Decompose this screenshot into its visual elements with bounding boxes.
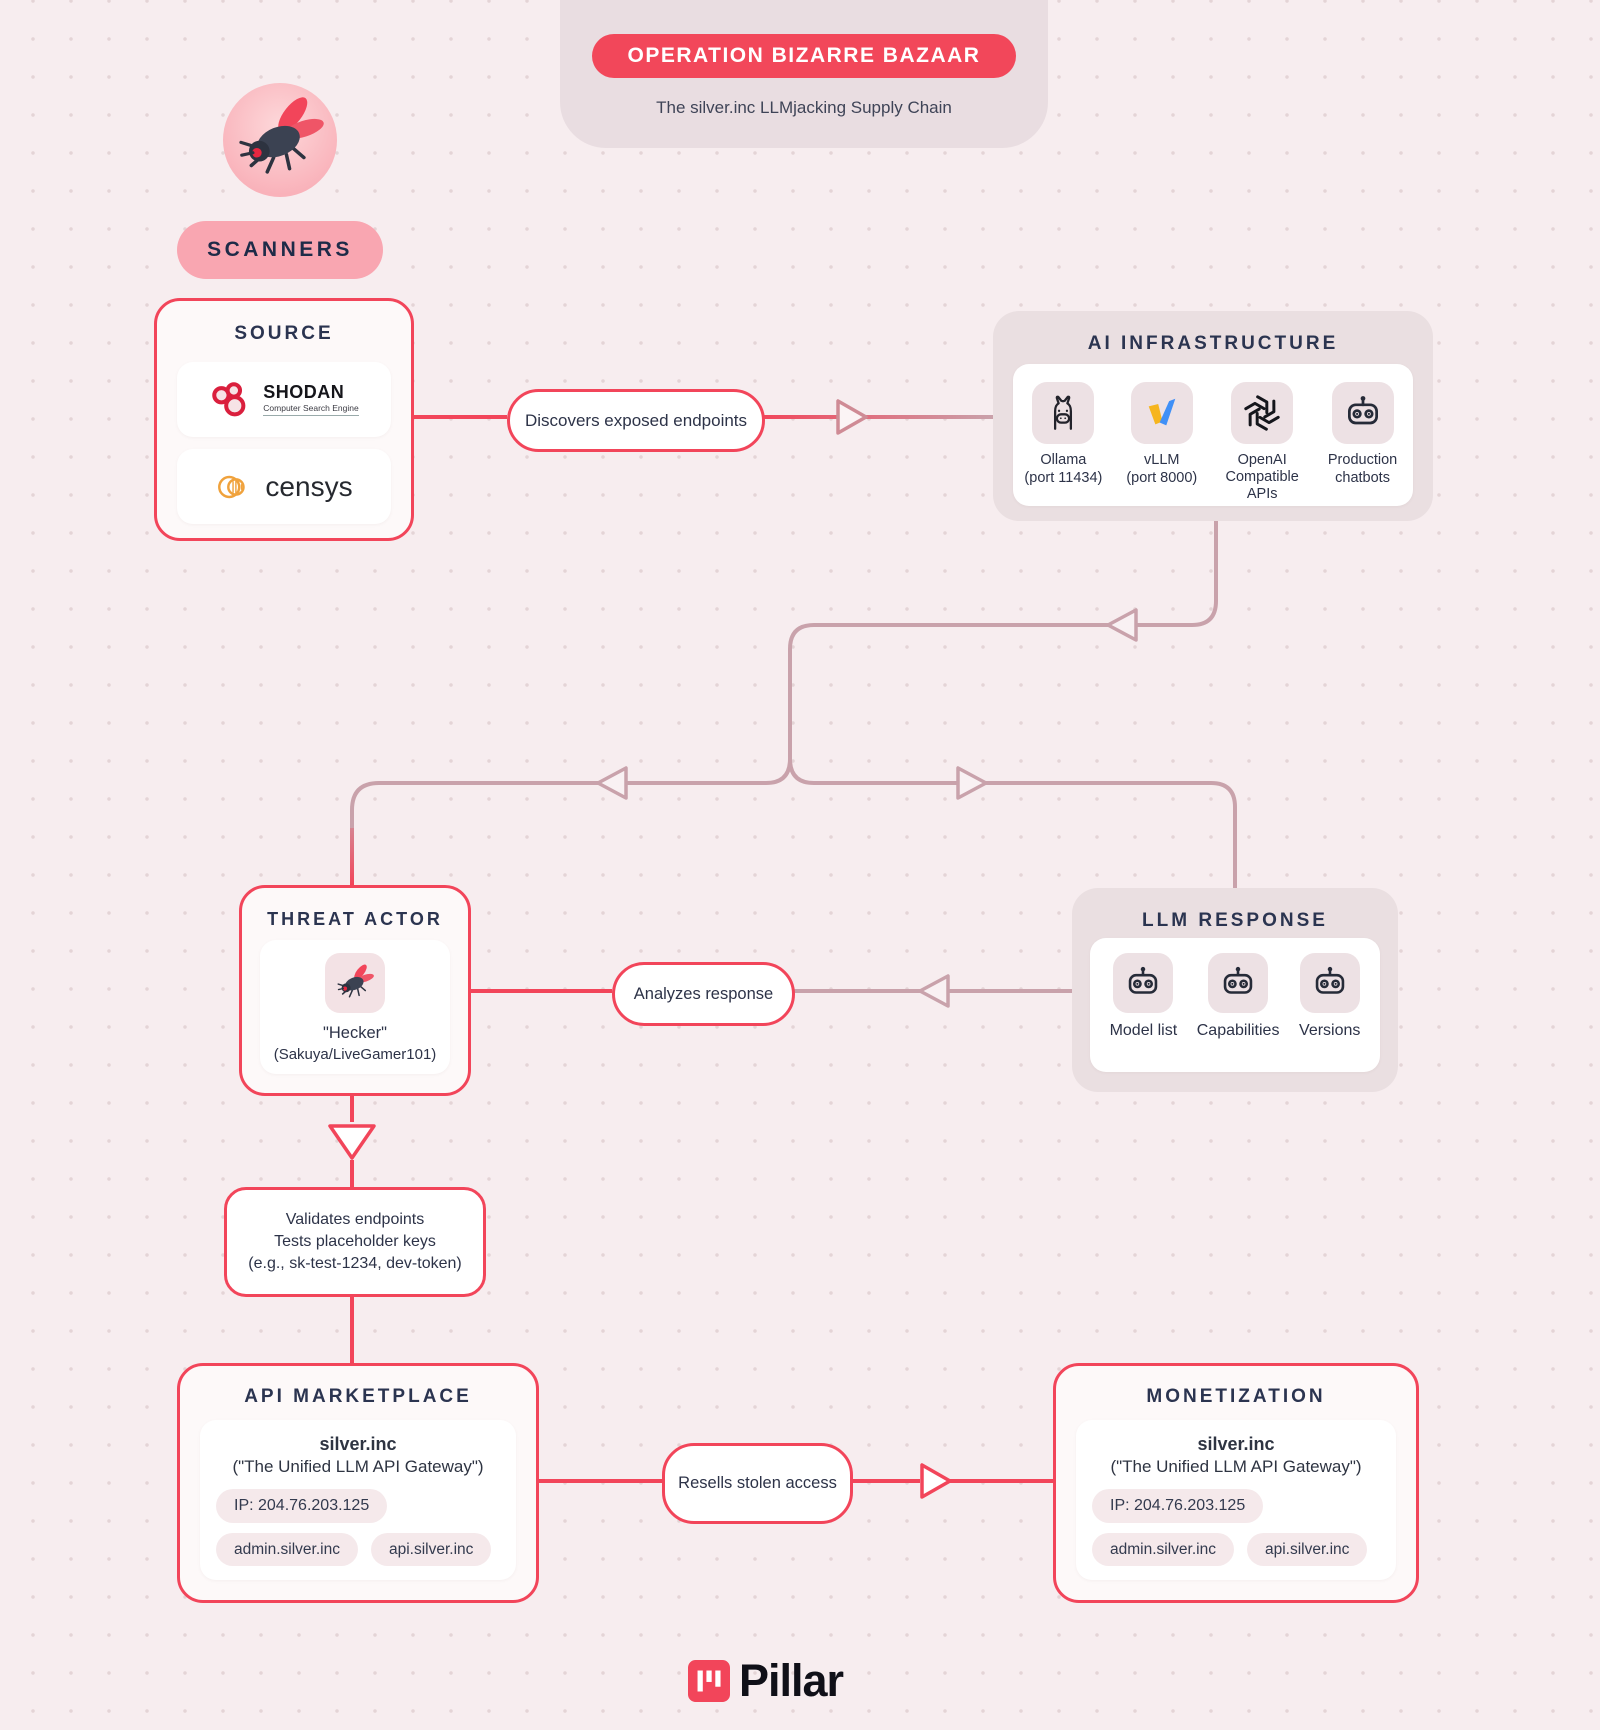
shodan-label: SHODAN	[263, 382, 345, 402]
flow-label-discover: Discovers exposed endpoints	[507, 389, 765, 452]
monetization-ip-chip: IP: 204.76.203.125	[1092, 1489, 1264, 1523]
arrowhead-left-top	[1106, 608, 1138, 642]
footer-brand-text: Pillar	[739, 1655, 844, 1706]
llm-item-versions: Versions	[1299, 953, 1360, 1040]
api-marketplace-box: API MARKETPLACE silver.inc ("The Unified…	[177, 1363, 539, 1603]
llm-item-model-list: Model list	[1109, 953, 1178, 1040]
robot-icon	[1129, 966, 1158, 994]
flow-label-resell-text: Resells stolen access	[678, 1474, 837, 1492]
ai-item-ollama-label: Ollama (port 11434)	[1024, 452, 1103, 486]
llm-item-versions-label: Versions	[1299, 1022, 1361, 1039]
censys-label: censys	[265, 470, 353, 502]
arrowhead-right-discover	[836, 399, 868, 435]
ai-item-ollama: Ollama (port 11434)	[1015, 382, 1111, 487]
page-subtitle: The silver.inc LLMjacking Supply Chain	[656, 98, 952, 117]
monetization-name: silver.inc	[1197, 1434, 1275, 1454]
flow-label-discover-text: Discovers exposed endpoints	[524, 410, 748, 430]
llama-icon	[1054, 395, 1073, 430]
bug-avatar	[223, 83, 337, 197]
robot-icon	[1347, 396, 1378, 425]
arrowhead-right-resell	[920, 1463, 952, 1499]
ai-item-chatbots-label: Production chatbots	[1327, 452, 1398, 486]
llm-item-capabilities: Capabilities	[1196, 953, 1280, 1040]
threat-actor-alias: (Sakuya/LiveGamer101)	[273, 1046, 437, 1063]
source-box: SOURCE SHODAN Computer Search Engine cen…	[154, 298, 414, 541]
api-marketplace-ip-chip: IP: 204.76.203.125	[216, 1489, 388, 1523]
threat-actor-card: "Hecker" (Sakuya/LiveGamer101)	[260, 940, 450, 1074]
source-title: SOURCE	[234, 323, 334, 344]
ai-infrastructure-box: AI INFRASTRUCTURE Ollama (port 11434)	[993, 311, 1433, 521]
shodan-card: SHODAN Computer Search Engine	[177, 362, 391, 437]
flow-label-analyze-text: Analyzes response	[633, 984, 774, 1003]
openai-icon	[1244, 395, 1280, 431]
robot-icon	[1223, 966, 1253, 994]
monetization-box: MONETIZATION silver.inc ("The Unified LL…	[1053, 1363, 1419, 1603]
api-marketplace-title: API MARKETPLACE	[244, 1386, 472, 1407]
llm-response-title: LLM RESPONSE	[1142, 910, 1328, 931]
monetization-title: MONETIZATION	[1146, 1386, 1326, 1407]
fly-icon	[239, 97, 324, 174]
api-marketplace-gateway: ("The Unified LLM API Gateway")	[232, 1457, 484, 1476]
monetization-domain-api: api.silver.inc	[1246, 1533, 1368, 1566]
header-band: OPERATION BIZARRE BAZAAR The silver.inc …	[560, 0, 1048, 148]
api-marketplace-domains: admin.silver.inc api.silver.inc	[216, 1533, 500, 1566]
llm-response-box: LLM RESPONSE Model list	[1072, 888, 1398, 1092]
censys-card: censys	[177, 449, 391, 524]
connector-aiinfra-junction	[350, 521, 1218, 832]
arrowhead-down-validation	[328, 1124, 376, 1160]
arrowhead-right-branch	[956, 766, 988, 800]
monetization-card: silver.inc ("The Unified LLM API Gateway…	[1076, 1420, 1396, 1580]
validation-box: Validates endpoints Tests placeholder ke…	[224, 1187, 486, 1297]
ai-item-vllm: vLLM (port 8000)	[1114, 382, 1210, 487]
monetization-domains: admin.silver.inc api.silver.inc	[1092, 1533, 1380, 1566]
fly-icon	[337, 964, 374, 998]
ai-item-openai: OpenAI Compatible APIs	[1212, 382, 1312, 503]
validation-text: Validates endpoints Tests placeholder ke…	[248, 1210, 462, 1273]
scanners-label: SCANNERS	[207, 238, 353, 261]
footer-brand: Pillar	[688, 1655, 844, 1706]
monetization-domain-admin: admin.silver.inc	[1092, 1533, 1234, 1566]
ai-infrastructure-card: Ollama (port 11434) vLLM (port 8000)	[1013, 364, 1413, 506]
api-marketplace-card: silver.inc ("The Unified LLM API Gateway…	[200, 1420, 516, 1580]
arrowhead-left-branch	[596, 766, 628, 800]
shodan-icon	[212, 381, 246, 416]
api-marketplace-domain-api: api.silver.inc	[370, 1533, 492, 1566]
arrowhead-left-analyze	[918, 974, 950, 1008]
ai-item-openai-label: OpenAI Compatible APIs	[1225, 452, 1299, 503]
ai-item-vllm-label: vLLM (port 8000)	[1126, 452, 1198, 486]
ai-infrastructure-title: AI INFRASTRUCTURE	[1087, 333, 1339, 354]
flow-label-resell: Resells stolen access	[662, 1443, 853, 1524]
page-title: OPERATION BIZARRE BAZAAR	[591, 34, 1017, 78]
threat-actor-title: THREAT ACTOR	[267, 909, 443, 929]
scanners-badge: SCANNERS	[177, 221, 383, 279]
api-marketplace-name: silver.inc	[319, 1434, 397, 1454]
monetization-gateway: ("The Unified LLM API Gateway")	[1110, 1457, 1362, 1476]
connector-junction-llmresponse	[788, 758, 1237, 888]
vllm-icon	[1148, 398, 1176, 426]
censys-icon	[218, 475, 246, 498]
threat-actor-box: THREAT ACTOR "Hecker" (Sakuya/LiveGamer1…	[239, 885, 471, 1096]
api-marketplace-domain-admin: admin.silver.inc	[216, 1533, 358, 1566]
threat-actor-name: "Hecker"	[323, 1024, 387, 1042]
shodan-tagline: Computer Search Engine	[263, 403, 359, 416]
llm-response-card: Model list Capabilities	[1090, 938, 1380, 1072]
pillar-logo-icon	[688, 1659, 730, 1702]
robot-icon	[1315, 966, 1344, 994]
llm-item-capabilities-label: Capabilities	[1196, 1022, 1280, 1039]
flow-label-analyze: Analyzes response	[612, 962, 795, 1026]
llm-item-model-list-label: Model list	[1109, 1022, 1178, 1039]
ai-item-chatbots: Production chatbots	[1315, 382, 1411, 487]
